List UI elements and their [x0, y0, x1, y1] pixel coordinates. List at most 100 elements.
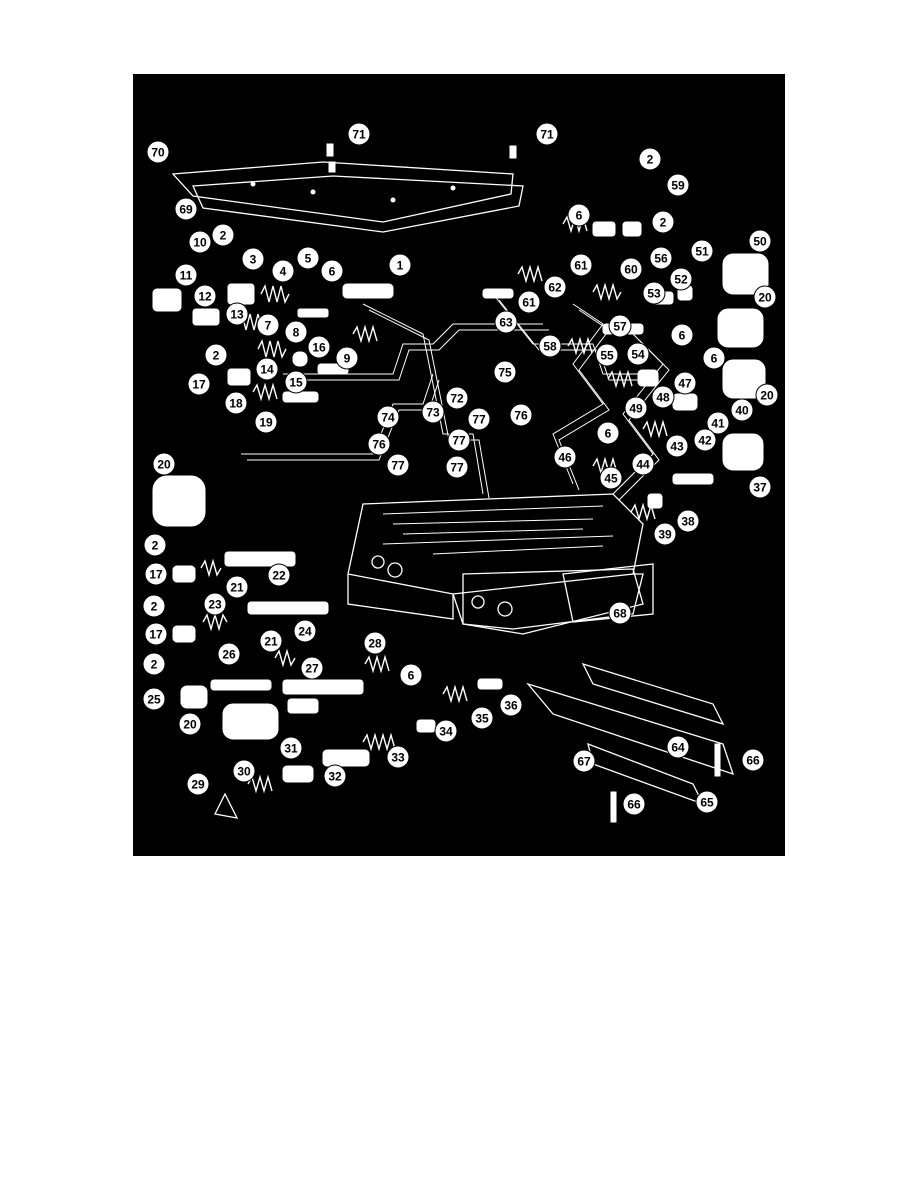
callout-circle	[363, 631, 387, 655]
callout-circle	[642, 281, 666, 305]
callout-number: 74	[381, 411, 395, 425]
callout-number: 1	[397, 259, 404, 273]
callout-number: 23	[208, 598, 222, 612]
callout-number: 54	[631, 348, 645, 362]
callout-circle	[493, 360, 517, 384]
callout-number: 46	[558, 451, 572, 465]
callout-number: 9	[344, 352, 351, 366]
callout-number: 21	[264, 635, 278, 649]
callout-circle	[753, 285, 777, 309]
callout-number: 43	[670, 440, 684, 454]
callout-1: 1	[388, 253, 412, 277]
callout-circle	[152, 452, 176, 476]
callout-26: 26	[217, 642, 241, 666]
callout-circle	[204, 343, 228, 367]
callout-number: 13	[230, 308, 244, 322]
callout-6: 6	[670, 323, 694, 347]
callout-circle	[255, 357, 279, 381]
callout-number: 68	[613, 607, 627, 621]
callout-62: 62	[543, 275, 567, 299]
callout-32: 32	[323, 764, 347, 788]
callout-circle	[232, 759, 256, 783]
callout-number: 17	[149, 568, 163, 582]
callout-67: 67	[572, 749, 596, 773]
callout-76: 76	[509, 403, 533, 427]
callout-circle	[470, 706, 494, 730]
callout-66: 66	[622, 792, 646, 816]
callout-2: 2	[651, 210, 675, 234]
callout-2: 2	[143, 533, 167, 557]
callout-number: 63	[499, 316, 513, 330]
callout-68: 68	[608, 601, 632, 625]
callout-33: 33	[386, 745, 410, 769]
callout-number: 72	[450, 392, 464, 406]
callout-number: 2	[647, 153, 654, 167]
callout-number: 45	[604, 472, 618, 486]
callout-circle	[509, 403, 533, 427]
callout-69: 69	[174, 197, 198, 221]
left-valve-parts	[152, 283, 394, 403]
callout-3: 3	[241, 247, 265, 271]
callout-15: 15	[284, 370, 308, 394]
callout-71: 71	[347, 122, 371, 146]
solenoids	[152, 253, 769, 740]
callout-number: 51	[695, 245, 709, 259]
callout-number: 49	[629, 402, 643, 416]
callout-number: 55	[600, 349, 614, 363]
callout-circle	[631, 452, 655, 476]
callout-circle	[386, 453, 410, 477]
callout-74: 74	[376, 405, 400, 429]
callout-70: 70	[146, 140, 170, 164]
callout-25: 25	[142, 687, 166, 711]
callout-14: 14	[255, 357, 279, 381]
callout-59: 59	[666, 173, 690, 197]
callout-19: 19	[254, 410, 278, 434]
callout-number: 71	[540, 128, 554, 142]
callout-number: 52	[674, 273, 688, 287]
callout-circle	[445, 386, 469, 410]
callout-circle	[142, 652, 166, 676]
callout-circle	[279, 736, 303, 760]
callout-61: 61	[569, 253, 593, 277]
callout-number: 19	[259, 416, 273, 430]
callout-circle	[676, 509, 700, 533]
callout-number: 73	[426, 406, 440, 420]
callout-number: 75	[498, 366, 512, 380]
callout-circle	[467, 407, 491, 431]
callout-number: 10	[193, 236, 207, 250]
callout-circle	[445, 455, 469, 479]
callout-number: 12	[198, 290, 212, 304]
callout-58: 58	[538, 334, 562, 358]
callout-circle	[572, 749, 596, 773]
callout-number: 76	[372, 438, 386, 452]
callout-2: 2	[142, 652, 166, 676]
callout-circle	[599, 466, 623, 490]
callout-number: 41	[711, 417, 725, 431]
callout-circle	[434, 719, 458, 743]
callout-20: 20	[178, 712, 202, 736]
callout-circle	[538, 334, 562, 358]
callout-circle	[224, 391, 248, 415]
callout-66: 66	[741, 748, 765, 772]
callout-number: 6	[329, 265, 336, 279]
callout-number: 7	[265, 319, 272, 333]
callout-circle	[241, 247, 265, 271]
callout-63: 63	[494, 310, 518, 334]
callout-number: 6	[576, 209, 583, 223]
callout-circle	[267, 563, 291, 587]
callout-11: 11	[174, 263, 198, 287]
callout-10: 10	[188, 230, 212, 254]
callout-12: 12	[193, 284, 217, 308]
callout-number: 3	[250, 253, 257, 267]
callout-54: 54	[626, 342, 650, 366]
callout-circle	[553, 445, 577, 469]
callout-30: 30	[232, 759, 256, 783]
callout-number: 20	[758, 291, 772, 305]
callout-circle	[626, 342, 650, 366]
callout-circle	[188, 230, 212, 254]
callout-circle	[596, 421, 620, 445]
callout-circle	[187, 372, 211, 396]
callout-number: 30	[237, 765, 251, 779]
callout-number: 66	[746, 754, 760, 768]
